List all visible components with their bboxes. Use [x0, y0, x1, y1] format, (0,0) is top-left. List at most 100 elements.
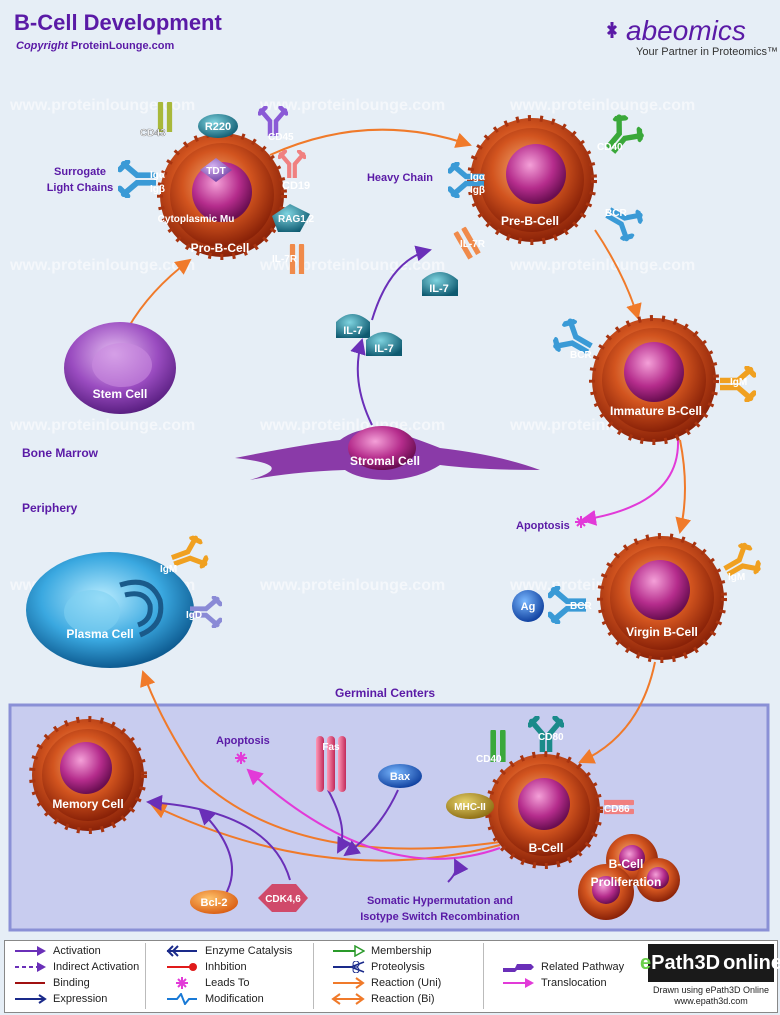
page-title: B-Cell Development	[14, 10, 222, 35]
svg-text:www.proteinlounge.com: www.proteinlounge.com	[9, 257, 195, 274]
arrow-il7-to-receptor	[371, 245, 432, 321]
apoptosis-star-icon	[575, 516, 587, 528]
arrow-fas	[327, 789, 352, 854]
legend-related-pathway: Related Pathway	[501, 961, 624, 973]
plasma-cell-label: Plasma Cell	[66, 627, 133, 641]
expression-arrow-icon	[15, 994, 47, 1004]
apoptosis-star-icon	[235, 752, 247, 764]
legend-activation: Activation	[13, 945, 101, 957]
related-pathway-hand-icon	[503, 964, 534, 972]
proteolysis-scissors-icon	[333, 961, 365, 973]
pro-b-cell-label: Pro-B-Cell	[191, 241, 250, 255]
legend-leads-to: Leads To	[165, 977, 249, 989]
arrow-stromal-to-il7	[350, 338, 373, 426]
modification-icon	[167, 993, 197, 1005]
pro-b-markers: CD43 R220 CD45 TDT CD19 RAG1,2 IL-7R Igα…	[47, 104, 315, 275]
svg-text:CD43: CD43	[140, 128, 166, 139]
svg-text:Proliferation: Proliferation	[591, 875, 662, 889]
binding-line-icon	[15, 982, 45, 984]
reaction-uni-icon	[333, 977, 365, 989]
svg-text:www.proteinlounge.com: www.proteinlounge.com	[259, 577, 445, 594]
svg-text:CD45: CD45	[268, 132, 294, 143]
svg-text:CD19: CD19	[282, 180, 310, 192]
svg-text:www.proteinlounge.com: www.proteinlounge.com	[259, 417, 445, 434]
svg-text:Cytoplasmic Mu: Cytoplasmic Mu	[158, 214, 235, 225]
virgin-b-markers: IgM BCR Ag	[512, 542, 762, 622]
legend-modification: Modification	[165, 993, 264, 1005]
arrow-prob-to-preb	[269, 128, 472, 156]
stromal-cell-label: Stromal Cell	[350, 454, 420, 468]
legend-reaction-bi: Reaction (Bi)	[331, 993, 435, 1005]
svg-text:Ag: Ag	[521, 601, 536, 613]
stem-cell-label: Stem Cell	[93, 387, 148, 401]
arrow-apoptosis-gc	[246, 768, 501, 860]
svg-text:Fas: Fas	[322, 742, 340, 753]
svg-text:Igα: Igα	[150, 170, 166, 181]
arrow-preb-to-immature	[594, 229, 642, 320]
svg-text:IgD: IgD	[186, 610, 202, 621]
legend-enzyme-catalysis: Enzyme Catalysis	[165, 945, 292, 957]
svg-text:Igα: Igα	[470, 172, 486, 183]
legend-inhibition: Inhbition	[165, 961, 247, 973]
svg-text:B-Cell: B-Cell	[609, 857, 644, 871]
il7-label: IL-7	[343, 325, 363, 337]
arrow-somatic	[447, 858, 469, 883]
memory-cell-label: Memory Cell	[52, 797, 123, 811]
svg-text:CD86: CD86	[604, 804, 630, 815]
svg-text:Light Chains: Light Chains	[47, 182, 114, 194]
svg-text:www.proteinlounge.com: www.proteinlounge.com	[509, 257, 695, 274]
bax-molecule: Bax	[378, 764, 422, 788]
translocation-arrow-icon	[503, 978, 534, 988]
bcr-receptor-icon	[601, 199, 644, 242]
svg-text:MHC-II: MHC-II	[454, 802, 486, 813]
bone-marrow-label: Bone Marrow	[22, 446, 99, 460]
svg-text:RAG1,2: RAG1,2	[278, 214, 315, 225]
virgin-b-cell: Virgin B-Cell	[597, 533, 727, 663]
svg-text:Igβ: Igβ	[150, 184, 165, 195]
svg-text:IgM: IgM	[730, 377, 747, 388]
immature-b-markers: BCR IgM	[552, 318, 754, 400]
svg-text:Apoptosis: Apoptosis	[516, 520, 570, 532]
arrow-bax	[343, 789, 399, 857]
abeomics-logo-icon	[606, 22, 618, 38]
immature-b-cell-label: Immature B-Cell	[610, 404, 702, 418]
germinal-centers-label: Germinal Centers	[335, 686, 435, 700]
arrow-cdk	[146, 794, 291, 881]
svg-text:CD80: CD80	[538, 732, 564, 743]
plasma-cell: Plasma Cell IgM IgD	[26, 535, 220, 668]
memory-cell: Memory Cell	[29, 716, 147, 834]
svg-text:www.proteinlounge.com: www.proteinlounge.com	[509, 97, 695, 114]
svg-text:TDT: TDT	[206, 166, 225, 177]
svg-text:CD40: CD40	[597, 142, 623, 153]
isotype-switch-label: Isotype Switch Recombination	[360, 911, 520, 923]
svg-text:abeomics: abeomics	[626, 15, 746, 46]
somatic-hypermutation-label: Somatic Hypermutation and	[367, 895, 513, 907]
pathway-arrows	[127, 128, 692, 901]
il7-label: IL-7	[374, 343, 394, 355]
legend-reaction-uni: Reaction (Uni)	[331, 977, 441, 989]
svg-text:R220: R220	[205, 121, 231, 133]
arrow-bcell-to-plasma	[140, 670, 501, 850]
legend-binding: Binding	[13, 977, 90, 989]
svg-text:BCR: BCR	[570, 601, 592, 612]
stem-cell: Stem Cell	[64, 322, 176, 414]
pro-b-cell: Pro-B-Cell	[157, 130, 287, 260]
apoptosis-marker: Apoptosis	[516, 516, 587, 532]
germinal-b-markers: CD40 CD80 MHC-II CD86	[446, 718, 633, 819]
drawn-using-credit: Drawn using ePath3D Online www.epath3d.c…	[652, 985, 770, 1006]
legend-indirect-activation: Indirect Activation	[13, 961, 139, 973]
svg-text:Heavy Chain: Heavy Chain	[367, 172, 433, 184]
arrow-bcl2	[198, 808, 234, 901]
legend-membership: Membership	[331, 945, 432, 957]
indirect-activation-arrow-icon	[15, 962, 46, 972]
arrow-immature-apoptosis	[580, 439, 680, 526]
arrow-virgin-to-bcell	[578, 661, 656, 764]
il7-label: IL-7	[429, 283, 449, 295]
periphery-label: Periphery	[22, 501, 78, 515]
immature-b-cell: Immature B-Cell	[589, 315, 719, 445]
